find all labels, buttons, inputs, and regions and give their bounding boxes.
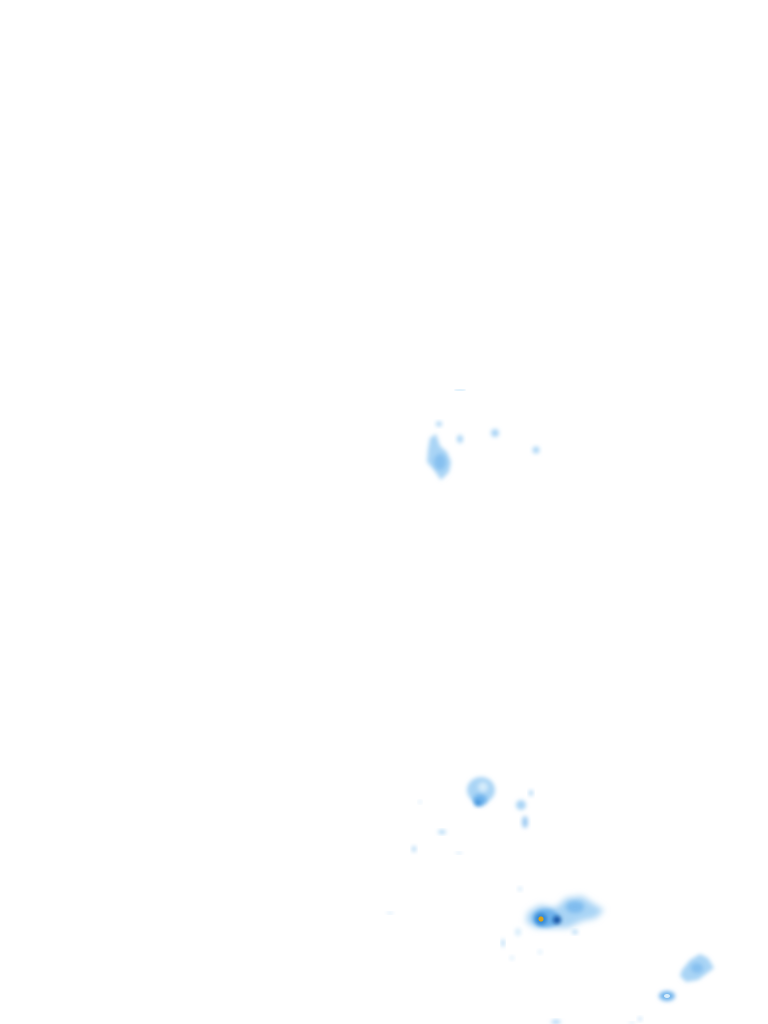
cell-upper-trace xyxy=(454,389,466,391)
echo-light xyxy=(412,846,416,852)
echo-light xyxy=(572,930,578,934)
echo-light xyxy=(456,852,462,854)
cell-upper-main xyxy=(427,434,451,480)
echo-light xyxy=(501,939,505,947)
echo-very_light xyxy=(478,782,488,792)
cell-upper-small-4 xyxy=(532,446,540,454)
echo-light xyxy=(551,1020,561,1024)
echo-heavy xyxy=(475,800,481,806)
echo-very_light xyxy=(510,956,514,960)
echo-light xyxy=(387,912,393,914)
cell-mid-west-specks xyxy=(412,800,462,854)
echo-light xyxy=(457,435,463,443)
echo-light xyxy=(529,790,533,796)
echo-light xyxy=(418,800,422,804)
echo-light xyxy=(438,830,446,834)
cell-storm-fringe xyxy=(387,887,578,960)
cell-upper-small-1 xyxy=(436,421,442,427)
echo-light xyxy=(518,887,522,891)
echo-very_heavy xyxy=(553,916,561,924)
echo-very_light xyxy=(538,950,542,954)
echo-very_light xyxy=(515,928,521,936)
echo-very_light xyxy=(664,994,670,998)
echo-light xyxy=(532,446,540,454)
echo-light xyxy=(491,429,499,437)
cell-mid-east xyxy=(516,790,533,828)
cell-southeast xyxy=(680,954,714,982)
echo-moderate xyxy=(522,816,528,828)
echo-moderate xyxy=(566,901,584,913)
cell-upper-small-2 xyxy=(457,435,463,443)
precipitation-cells xyxy=(387,389,714,1024)
cell-upper-small-3 xyxy=(491,429,499,437)
cell-south-edge xyxy=(551,1017,642,1024)
echo-peak xyxy=(538,916,544,922)
cell-mid-ring xyxy=(467,777,495,806)
cell-south-ring xyxy=(659,991,675,1001)
echo-light xyxy=(638,1017,642,1021)
echo-moderate xyxy=(434,454,446,470)
echo-moderate xyxy=(691,963,703,973)
echo-very_light xyxy=(454,389,466,391)
echo-light xyxy=(436,421,442,427)
echo-light xyxy=(516,800,526,810)
cell-storm-line xyxy=(526,896,604,928)
